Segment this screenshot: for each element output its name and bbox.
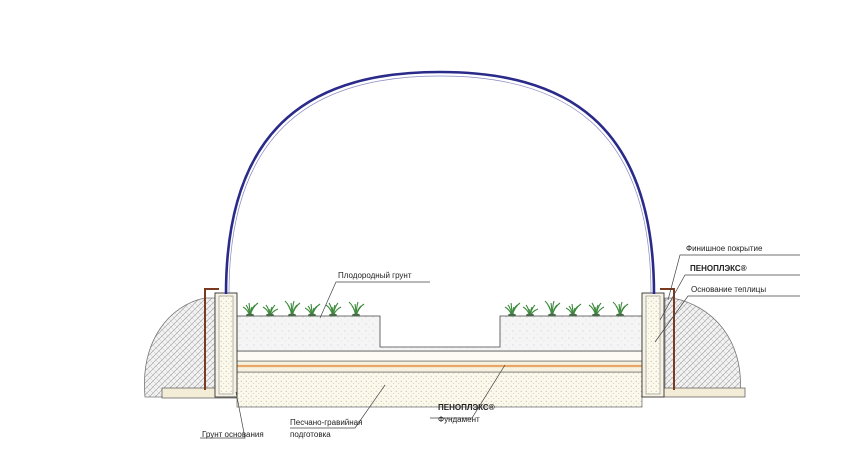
label-foundation: Фундамент [438, 415, 480, 424]
label-sand-gravel-2: подготовка [290, 430, 331, 439]
label-base-soil: Грунт основания [202, 430, 264, 439]
plant-icon [348, 301, 365, 317]
label-finish-coating: Финишное покрытие [686, 244, 763, 253]
plant-icon [565, 303, 582, 317]
plant-icon [284, 300, 301, 317]
leader-foundation [430, 364, 506, 419]
leader-fertile-soil [319, 281, 430, 319]
plant-icon [522, 304, 539, 317]
plant-icon [544, 300, 561, 317]
sand-gravel-layer [236, 371, 643, 408]
leader-penoplex-top [659, 274, 800, 321]
label-penoplex-top: ПЕНОПЛЭКС® [690, 264, 747, 273]
ground-strip-right [662, 387, 746, 398]
finish-coating-right [660, 288, 675, 390]
finish-coating-left [204, 288, 219, 390]
leader-base-soil [200, 391, 246, 439]
soil-beds [236, 315, 643, 352]
plants [242, 300, 629, 317]
leader-sand-gravel [290, 384, 386, 429]
plant-icon [304, 303, 321, 317]
greenhouse-arch [224, 70, 656, 295]
leader-greenhouse-base [654, 295, 800, 343]
plant-icon [325, 302, 342, 317]
plant-icon [612, 301, 629, 317]
label-penoplex-bottom: ПЕНОПЛЭКС® [438, 403, 495, 412]
plant-icon [242, 302, 259, 317]
plant-icon [262, 304, 279, 317]
label-sand-gravel-1: Песчано-гравийная [290, 418, 362, 427]
ground-mound-left [144, 297, 216, 398]
plant-icon [504, 302, 521, 317]
label-fertile-soil: Плодородный грунт [338, 271, 412, 280]
label-greenhouse-base: Основание теплицы [691, 285, 766, 294]
leader-finish-coating [667, 254, 800, 301]
insulation-layer [236, 350, 643, 362]
plant-icon [588, 302, 605, 317]
